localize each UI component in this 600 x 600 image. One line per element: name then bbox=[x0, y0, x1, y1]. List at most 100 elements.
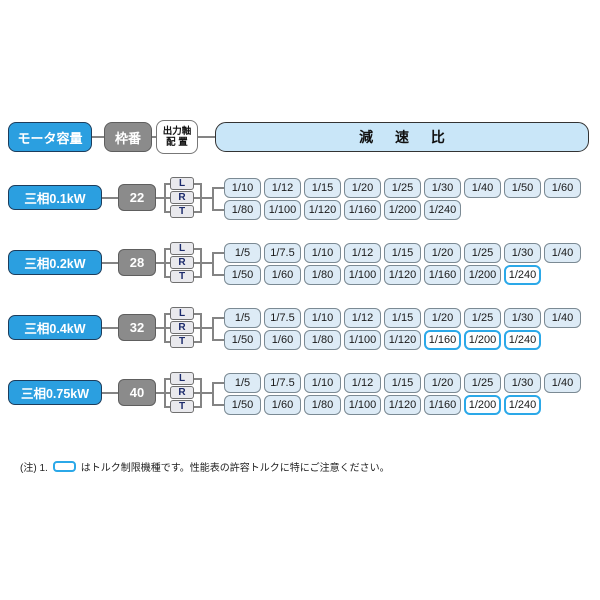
motor-capacity-label: 三相0.4kW bbox=[8, 315, 102, 340]
connector-line bbox=[194, 182, 200, 185]
shaft-option-l: L bbox=[170, 177, 194, 190]
ratio-option: 1/60 bbox=[264, 265, 301, 285]
connector-line bbox=[164, 182, 170, 185]
frame-number-label: 28 bbox=[118, 249, 156, 276]
ratio-option: 1/40 bbox=[464, 178, 501, 198]
frame-number-label: 32 bbox=[118, 314, 156, 341]
connector-line bbox=[212, 317, 224, 319]
ratio-option: 1/7.5 bbox=[264, 373, 301, 393]
ratio-option: 1/80 bbox=[224, 200, 261, 220]
footnote-text: はトルク制限機種です。性能表の許容トルクに特にご注意ください。 bbox=[80, 463, 390, 474]
bracket-line bbox=[212, 252, 214, 276]
ratio-option: 1/30 bbox=[504, 308, 541, 328]
ratio-option: 1/80 bbox=[304, 330, 341, 350]
connector-line bbox=[212, 252, 224, 254]
connector-line bbox=[164, 377, 170, 380]
bracket-line bbox=[212, 187, 214, 211]
ratio-option-torque-limited: 1/200 bbox=[464, 330, 501, 350]
shaft-option-t: T bbox=[170, 270, 194, 283]
shaft-option-l: L bbox=[170, 242, 194, 255]
footnote: (注) 1. はトルク制限機種です。性能表の許容トルクに特にご注意ください。 bbox=[20, 459, 390, 474]
connector-line bbox=[102, 391, 118, 394]
ratio-option: 1/40 bbox=[544, 308, 581, 328]
shaft-option-t: T bbox=[170, 205, 194, 218]
ratio-option: 1/5 bbox=[224, 243, 261, 263]
connector-line bbox=[200, 326, 212, 329]
ratio-option: 1/15 bbox=[304, 178, 341, 198]
connector-line bbox=[194, 391, 200, 394]
ratio-option: 1/10 bbox=[304, 373, 341, 393]
shaft-option-r: R bbox=[170, 191, 194, 204]
connector-line bbox=[102, 196, 118, 199]
ratio-option: 1/7.5 bbox=[264, 308, 301, 328]
ratio-option: 1/10 bbox=[304, 308, 341, 328]
ratio-option-torque-limited: 1/240 bbox=[504, 395, 541, 415]
ratio-option: 1/15 bbox=[384, 373, 421, 393]
connector-line bbox=[164, 391, 170, 394]
ratio-option: 1/40 bbox=[544, 373, 581, 393]
ratio-option: 1/5 bbox=[224, 373, 261, 393]
motor-capacity-label: 三相0.2kW bbox=[8, 250, 102, 275]
ratio-option: 1/200 bbox=[384, 200, 421, 220]
connector-line bbox=[156, 326, 164, 329]
connector-line bbox=[164, 275, 170, 278]
connector-line bbox=[194, 210, 200, 213]
connector-line bbox=[212, 339, 224, 341]
ratio-option: 1/100 bbox=[344, 330, 381, 350]
footnote-prefix: (注) 1. bbox=[20, 463, 48, 474]
ratio-option: 1/20 bbox=[424, 373, 461, 393]
connector-line bbox=[194, 247, 200, 250]
connector-line bbox=[194, 196, 200, 199]
ratio-option: 1/30 bbox=[504, 243, 541, 263]
ratio-option: 1/12 bbox=[344, 373, 381, 393]
connector-line bbox=[200, 261, 212, 264]
connector-line bbox=[92, 136, 104, 138]
ratio-option: 1/100 bbox=[264, 200, 301, 220]
connector-line bbox=[212, 382, 224, 384]
motor-capacity-label: 三相0.75kW bbox=[8, 380, 102, 405]
ratio-option: 1/20 bbox=[424, 243, 461, 263]
frame-number-label: 40 bbox=[118, 379, 156, 406]
connector-line bbox=[198, 136, 215, 138]
connector-line bbox=[212, 187, 224, 189]
ratio-option: 1/50 bbox=[504, 178, 541, 198]
shaft-option-t: T bbox=[170, 400, 194, 413]
connector-line bbox=[212, 209, 224, 211]
connector-line bbox=[194, 261, 200, 264]
ratio-option: 1/160 bbox=[344, 200, 381, 220]
ratio-option: 1/50 bbox=[224, 395, 261, 415]
ratio-option: 1/160 bbox=[424, 395, 461, 415]
ratio-option: 1/5 bbox=[224, 308, 261, 328]
ratio-option: 1/240 bbox=[424, 200, 461, 220]
connector-line bbox=[194, 312, 200, 315]
ratio-option: 1/25 bbox=[464, 243, 501, 263]
connector-line bbox=[164, 405, 170, 408]
ratio-option: 1/12 bbox=[264, 178, 301, 198]
ratio-option: 1/25 bbox=[464, 373, 501, 393]
torque-limit-legend-box bbox=[52, 461, 76, 472]
ratio-option: 1/200 bbox=[464, 265, 501, 285]
ratio-option: 1/50 bbox=[224, 265, 261, 285]
connector-line bbox=[194, 405, 200, 408]
frame-number-header: 枠番 bbox=[104, 122, 152, 152]
ratio-option: 1/30 bbox=[424, 178, 461, 198]
shaft-option-r: R bbox=[170, 256, 194, 269]
ratio-option: 1/12 bbox=[344, 308, 381, 328]
ratio-option: 1/10 bbox=[304, 243, 341, 263]
ratio-option: 1/20 bbox=[344, 178, 381, 198]
connector-line bbox=[212, 274, 224, 276]
output-shaft-header-line2: 配 置 bbox=[166, 137, 188, 148]
ratio-option: 1/25 bbox=[384, 178, 421, 198]
connector-line bbox=[194, 326, 200, 329]
ratio-option: 1/7.5 bbox=[264, 243, 301, 263]
connector-line bbox=[212, 404, 224, 406]
ratio-option: 1/60 bbox=[264, 330, 301, 350]
connector-line bbox=[102, 326, 118, 329]
ratio-option: 1/160 bbox=[424, 265, 461, 285]
connector-line bbox=[102, 261, 118, 264]
connector-line bbox=[194, 377, 200, 380]
reduction-ratio-header: 減 速 比 bbox=[215, 122, 589, 152]
